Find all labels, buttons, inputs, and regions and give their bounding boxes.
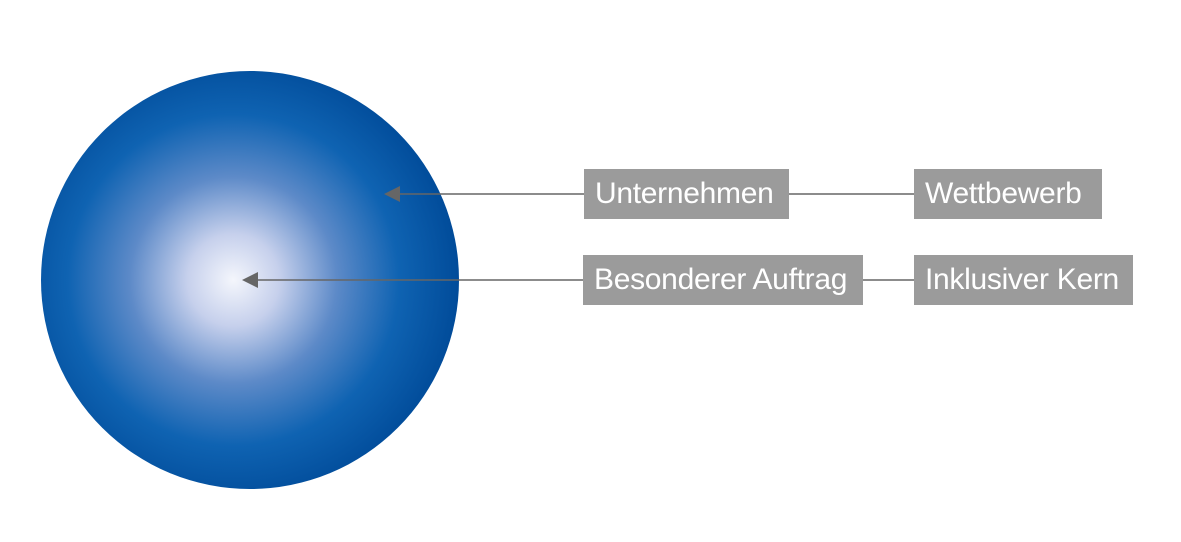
arrow-left-icon [242, 272, 258, 288]
label-besonderer-auftrag: Besonderer Auftrag [583, 255, 863, 305]
label-unternehmen: Unternehmen [584, 169, 789, 219]
label-wettbewerb: Wettbewerb [914, 169, 1102, 219]
arrow-left-icon [384, 186, 400, 202]
label-inklusiver-kern: Inklusiver Kern [914, 255, 1133, 305]
